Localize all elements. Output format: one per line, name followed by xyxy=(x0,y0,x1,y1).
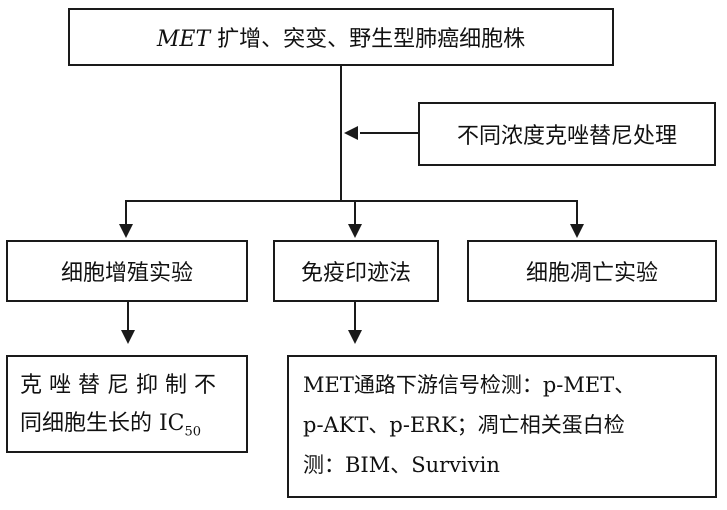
result-arrow-left xyxy=(121,330,135,344)
treatment-connector xyxy=(360,132,418,134)
cell-lines-box: MET 扩增、突变、野生型肺癌细胞株 xyxy=(68,8,614,66)
proliferation-box: 细胞增殖实验 xyxy=(6,240,248,302)
apoptosis-label: 细胞凋亡实验 xyxy=(525,261,658,286)
treatment-label: 不同浓度克唑替尼处理 xyxy=(456,124,677,149)
ic50-line-2: 同细胞生长的 IC50 xyxy=(20,411,202,440)
main-connector xyxy=(340,66,342,201)
branch-connector xyxy=(125,200,578,202)
signal-line-3: 测：BIM、Survivin xyxy=(303,453,500,477)
met-label: MET xyxy=(156,27,211,52)
treatment-arrow xyxy=(344,126,358,140)
branch-arrow-middle xyxy=(348,224,362,238)
cell-lines-label: 扩增、突变、野生型肺癌细胞株 xyxy=(210,27,526,52)
western-blot-box: 免疫印迹法 xyxy=(273,240,439,302)
branch-stem-right xyxy=(576,200,578,226)
signal-line-1: MET通路下游信号检测：p-MET、 xyxy=(303,373,636,397)
treatment-box: 不同浓度克唑替尼处理 xyxy=(418,102,716,166)
branch-arrow-left xyxy=(119,224,133,238)
signal-line-2: p-AKT、p-ERK；凋亡相关蛋白检 xyxy=(303,413,625,437)
ic50-line-1: 克 唑 替 尼 抑 制 不 xyxy=(20,373,216,398)
result-arrow-middle xyxy=(348,330,362,344)
western-blot-label: 免疫印迹法 xyxy=(300,261,411,286)
ic50-result-box: 克 唑 替 尼 抑 制 不 同细胞生长的 IC50 xyxy=(6,355,248,453)
apoptosis-box: 细胞凋亡实验 xyxy=(467,240,717,302)
ic50-subscript: 50 xyxy=(184,424,202,440)
signal-detection-box: MET通路下游信号检测：p-MET、 p-AKT、p-ERK；凋亡相关蛋白检 测… xyxy=(287,355,717,498)
result-stem-left xyxy=(127,302,129,332)
branch-stem-left xyxy=(125,200,127,226)
result-stem-middle xyxy=(354,302,356,332)
branch-arrow-right xyxy=(570,224,584,238)
branch-stem-middle xyxy=(354,200,356,226)
proliferation-label: 细胞增殖实验 xyxy=(60,261,193,286)
